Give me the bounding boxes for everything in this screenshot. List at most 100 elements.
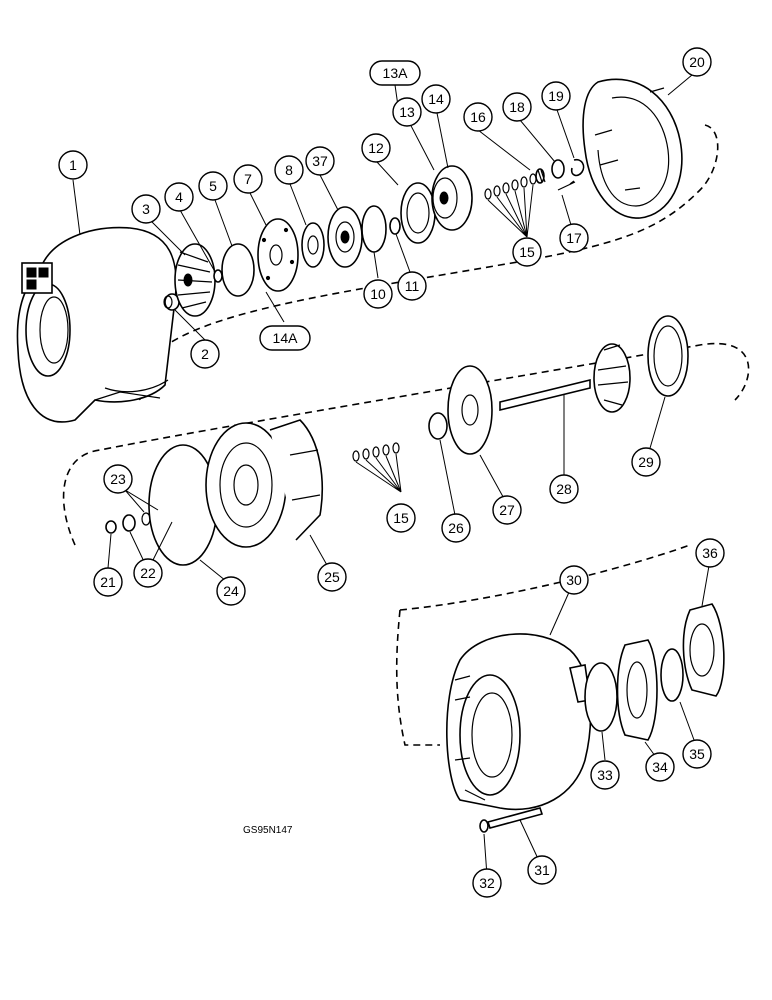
part-26-o-ring	[428, 412, 448, 440]
part-10-o-ring	[361, 205, 387, 253]
svg-text:31: 31	[534, 862, 550, 878]
part-5-o-ring	[221, 243, 255, 297]
callout-15-upper: 15	[512, 237, 542, 267]
callout-8: 8	[274, 155, 304, 185]
svg-text:24: 24	[223, 583, 239, 599]
part-12-gasket	[400, 182, 436, 244]
callout-2: 2	[190, 339, 220, 369]
callout-37: 37	[305, 146, 335, 176]
svg-text:10: 10	[370, 286, 386, 302]
svg-text:8: 8	[285, 162, 293, 178]
svg-text:19: 19	[548, 88, 564, 104]
svg-text:5: 5	[209, 178, 217, 194]
part-33-gasket	[584, 662, 618, 732]
part-14-thrust-bearing	[431, 165, 473, 231]
svg-text:36: 36	[702, 545, 718, 561]
callout-14: 14	[421, 84, 451, 114]
svg-text:16: 16	[470, 109, 486, 125]
part-15-piston-rings-upper	[484, 173, 537, 200]
part-11-o-ring	[389, 217, 401, 235]
svg-text:30: 30	[566, 572, 582, 588]
svg-text:25: 25	[324, 569, 340, 585]
part-16-spring	[535, 168, 546, 184]
callout-31: 31	[527, 855, 557, 885]
callout-16: 16	[463, 102, 493, 132]
svg-text:35: 35	[689, 746, 705, 762]
callout-11: 11	[397, 271, 427, 301]
part-35-ring	[660, 648, 684, 702]
part-30-turbine-housing	[446, 633, 592, 811]
part-34-flange-gasket	[616, 639, 658, 741]
callout-13a: 13A	[369, 60, 421, 86]
part-7-back-plate	[257, 218, 299, 292]
callout-35: 35	[682, 739, 712, 769]
svg-text:37: 37	[312, 153, 328, 169]
part-4-washer	[213, 269, 223, 283]
part-27-shroud	[447, 365, 493, 455]
callout-28: 28	[549, 474, 579, 504]
callout-30: 30	[559, 565, 589, 595]
part-17-screw	[557, 180, 576, 191]
svg-text:11: 11	[405, 278, 420, 294]
svg-text:32: 32	[479, 875, 495, 891]
callout-26: 26	[441, 513, 471, 543]
svg-text:20: 20	[689, 54, 705, 70]
compressor-housing	[16, 226, 177, 423]
callout-21: 21	[93, 567, 123, 597]
callout-3: 3	[131, 194, 161, 224]
svg-text:14: 14	[428, 91, 444, 107]
svg-text:29: 29	[638, 454, 654, 470]
part-31-bolt	[486, 807, 544, 829]
svg-text:23: 23	[110, 471, 126, 487]
svg-text:28: 28	[556, 481, 572, 497]
part-21-nut	[105, 520, 117, 534]
callout-12: 12	[361, 133, 391, 163]
svg-text:2: 2	[201, 346, 209, 362]
callout-22: 22	[133, 558, 163, 588]
callout-7: 7	[233, 164, 263, 194]
part-32-washer	[479, 819, 489, 833]
callout-10: 10	[363, 279, 393, 309]
svg-text:15: 15	[519, 244, 535, 260]
svg-text:7: 7	[244, 171, 252, 187]
callout-1: 1	[58, 150, 88, 180]
svg-text:18: 18	[509, 99, 525, 115]
part-37-thrust-collar	[327, 206, 363, 268]
callout-15-lower: 15	[386, 503, 416, 533]
group-outline-upper	[137, 124, 719, 401]
callout-19: 19	[541, 81, 571, 111]
svg-text:4: 4	[175, 189, 183, 205]
figure-code: GS95N147	[243, 825, 293, 836]
callout-18: 18	[502, 92, 532, 122]
callout-17: 17	[559, 223, 589, 253]
svg-text:13: 13	[399, 104, 415, 120]
callout-36: 36	[695, 538, 725, 568]
part-8-insert	[301, 222, 325, 268]
svg-text:15: 15	[393, 510, 409, 526]
svg-text:21: 21	[100, 574, 116, 590]
callout-34: 34	[645, 752, 675, 782]
part-3-compressor-wheel	[174, 243, 216, 317]
callout-5: 5	[198, 171, 228, 201]
part-19-clip	[570, 158, 585, 177]
callout-29: 29	[631, 447, 661, 477]
callout-14a: 14A	[259, 325, 311, 351]
leader-lines	[72, 74, 711, 877]
callout-4: 4	[164, 182, 194, 212]
svg-text:26: 26	[448, 520, 464, 536]
group-outline-lower	[395, 544, 691, 746]
callout-23: 23	[103, 464, 133, 494]
callout-20: 20	[682, 47, 712, 77]
callout-27: 27	[492, 495, 522, 525]
svg-text:3: 3	[142, 201, 150, 217]
svg-text:34: 34	[652, 759, 668, 775]
callout-24: 24	[216, 576, 246, 606]
part-20-v-band-clamp	[582, 78, 683, 219]
svg-text:12: 12	[368, 140, 384, 156]
svg-text:13A: 13A	[383, 65, 409, 81]
svg-text:17: 17	[566, 230, 582, 246]
svg-text:33: 33	[597, 767, 613, 783]
part-28-turbine-wheel-shaft	[499, 343, 631, 413]
callout-13: 13	[392, 97, 422, 127]
